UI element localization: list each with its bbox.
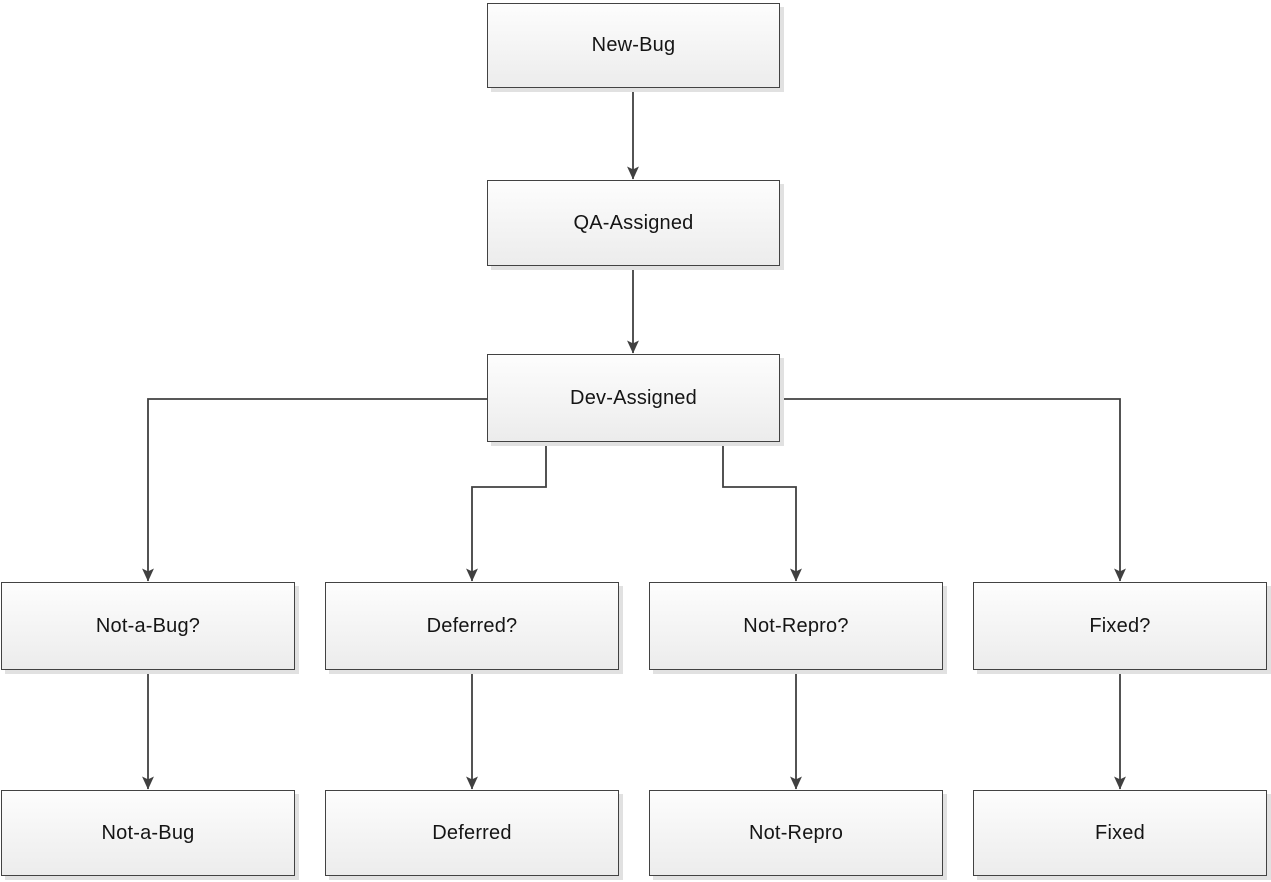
node-not-a-bug: Not-a-Bug bbox=[1, 790, 295, 876]
connector-dev-assigned-to-not-a-bug-q bbox=[142, 398, 487, 582]
node-not-repro-q: Not-Repro? bbox=[649, 582, 943, 670]
node-label-not-a-bug: Not-a-Bug bbox=[101, 821, 195, 844]
node-fixed: Fixed bbox=[973, 790, 1267, 876]
node-label-deferred: Deferred bbox=[432, 821, 512, 844]
node-not-a-bug-q: Not-a-Bug? bbox=[1, 582, 295, 670]
node-label-qa-assigned: QA-Assigned bbox=[573, 211, 694, 234]
node-label-deferred-q: Deferred? bbox=[426, 614, 518, 637]
node-label-not-a-bug-q: Not-a-Bug? bbox=[95, 614, 201, 637]
node-deferred-q: Deferred? bbox=[325, 582, 619, 670]
node-dev-assigned: Dev-Assigned bbox=[487, 354, 780, 442]
node-qa-assigned: QA-Assigned bbox=[487, 180, 780, 266]
node-label-fixed: Fixed bbox=[1095, 821, 1145, 844]
node-fixed-q: Fixed? bbox=[973, 582, 1267, 670]
node-label-new-bug: New-Bug bbox=[591, 34, 676, 56]
node-label-not-repro: Not-Repro bbox=[748, 821, 844, 844]
node-label-not-repro-q: Not-Repro? bbox=[743, 614, 849, 637]
connector-dev-assigned-to-not-repro-q bbox=[722, 442, 802, 582]
connector-dev-assigned-to-deferred-q bbox=[466, 442, 547, 582]
node-new-bug: New-Bug bbox=[487, 3, 780, 88]
node-deferred: Deferred bbox=[325, 790, 619, 876]
connector-dev-assigned-to-fixed-q bbox=[780, 398, 1126, 582]
node-not-repro: Not-Repro bbox=[649, 790, 943, 876]
node-label-dev-assigned: Dev-Assigned bbox=[570, 386, 697, 409]
node-label-fixed-q: Fixed? bbox=[1089, 614, 1151, 637]
